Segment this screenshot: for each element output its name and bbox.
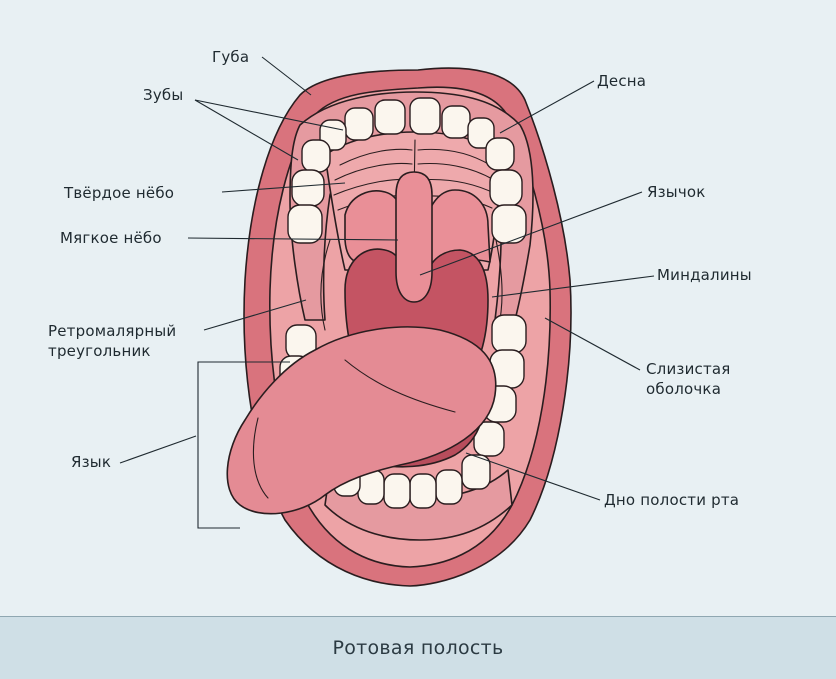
label-mucosa-2: оболочка [646,380,721,398]
label-retromolar-1: Ретромалярный [48,322,176,340]
label-soft-palate: Мягкое нёбо [60,229,162,247]
label-hard-palate: Твёрдое нёбо [63,184,174,202]
label-retromolar-2: треугольник [48,342,151,360]
diagram-caption: Ротовая полость [332,637,504,659]
caption-band: Ротовая полость [0,616,836,679]
label-gum: Десна [597,72,646,90]
uvula [395,171,433,303]
label-uvula: Язычок [647,183,706,201]
label-floor: Дно полости рта [604,491,739,509]
tongue [226,326,497,515]
oral-cavity-diagram: Губа Зубы Твёрдое нёбо Мягкое нёбо Ретро… [48,48,752,587]
tongue-midline [344,359,456,413]
label-lip: Губа [212,48,249,66]
label-mucosa-1: Слизистая [646,360,731,378]
tonsil-left [320,239,331,331]
label-teeth: Зубы [143,86,183,104]
label-tonsils: Миндалины [657,266,752,284]
tongue-side [252,417,269,499]
leader-lines [119,56,655,529]
upper-teeth [287,97,527,244]
label-tongue: Язык [71,453,111,471]
